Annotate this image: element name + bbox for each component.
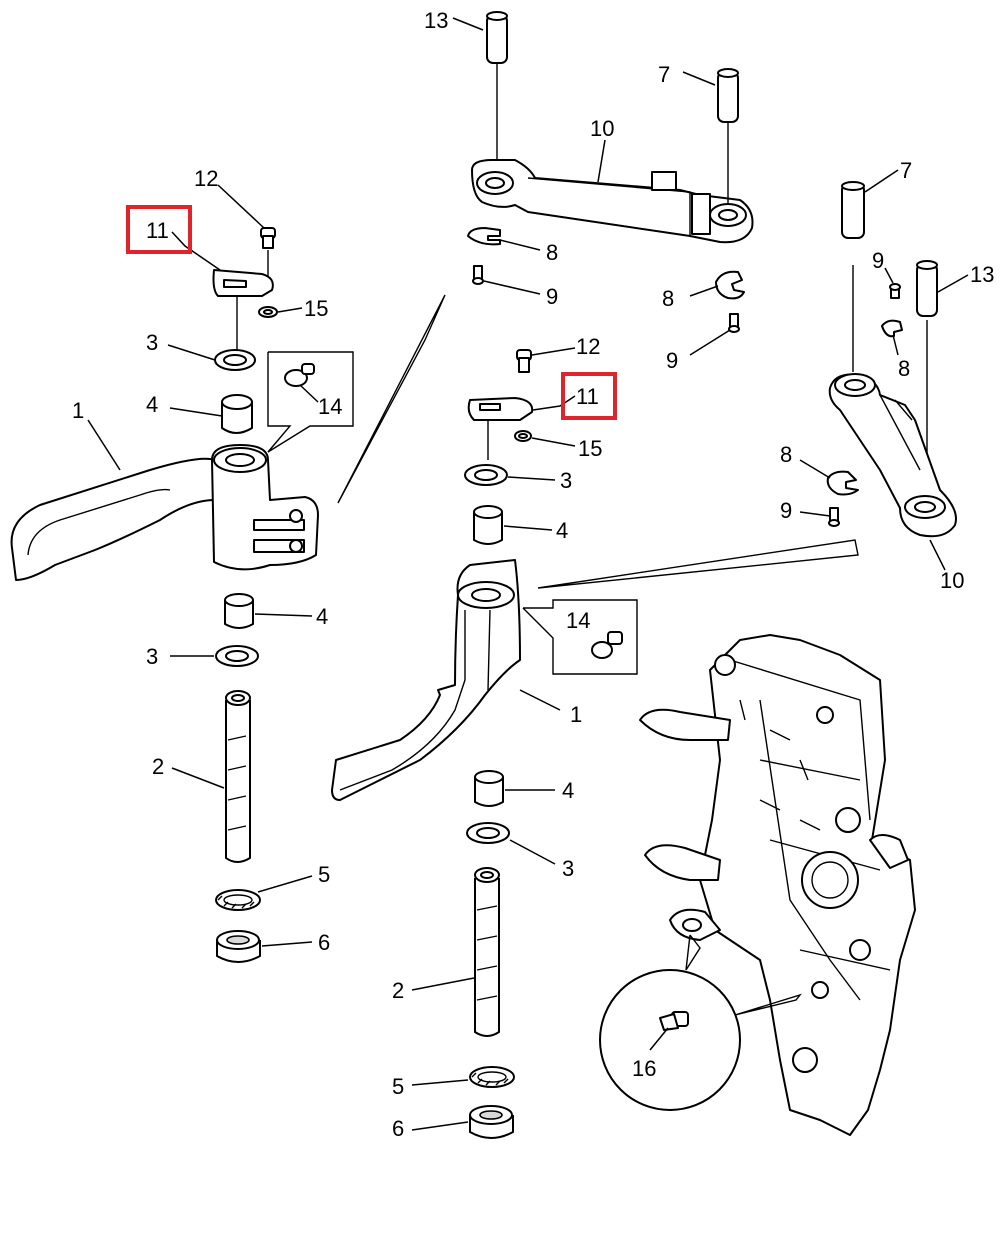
label-8: 8 [546, 240, 558, 265]
label-8: 8 [780, 442, 792, 467]
label-7: 7 [900, 158, 912, 183]
label-9: 9 [666, 348, 678, 373]
label-9: 9 [546, 284, 558, 309]
label-3: 3 [560, 468, 572, 493]
shaft-2-left [225, 690, 251, 863]
bearing-5-center [469, 1066, 515, 1088]
label-5: 5 [392, 1074, 404, 1099]
pin-13-center [486, 11, 508, 64]
label-2: 2 [152, 754, 164, 779]
label-6: 6 [392, 1116, 404, 1141]
label-1: 1 [570, 702, 582, 727]
label-11: 11 [576, 384, 599, 409]
stern-bracket-housing [639, 634, 916, 1136]
label-5: 5 [318, 862, 330, 887]
part-labels: 13 7 10 12 11 15 3 4 14 1 4 3 2 5 6 8 9 … [72, 8, 994, 1141]
label-9: 9 [872, 248, 884, 273]
label-6: 6 [318, 930, 330, 955]
label-10: 10 [590, 116, 614, 141]
nut-6-left [216, 930, 261, 963]
screw-9-a [472, 265, 484, 285]
label-8: 8 [898, 356, 910, 381]
label-12: 12 [576, 334, 600, 359]
label-9: 9 [780, 498, 792, 523]
label-11: 11 [146, 218, 169, 243]
label-7: 7 [658, 62, 670, 87]
callout-wedge-right [537, 539, 859, 589]
lock-plate-11-center [467, 397, 534, 421]
bolt-12-center [516, 349, 532, 373]
callout-wedge-left [337, 294, 446, 504]
screw-9-b [728, 313, 740, 333]
cylinder-10-top [471, 159, 754, 244]
cylinder-10-right [828, 373, 957, 538]
detail-circle-16 [599, 934, 802, 1111]
label-2: 2 [392, 978, 404, 1003]
label-12: 12 [194, 166, 218, 191]
label-3: 3 [146, 644, 158, 669]
label-1: 1 [72, 398, 84, 423]
pin-7-right [841, 181, 865, 239]
bearing-5-left [215, 889, 261, 911]
label-4: 4 [316, 604, 328, 629]
label-3: 3 [146, 330, 158, 355]
callout-box-14-left [267, 351, 354, 453]
bushing-4-center-top [473, 505, 503, 545]
clip-8-b [715, 270, 745, 300]
label-13: 13 [424, 8, 448, 33]
pin-13-right [916, 260, 938, 317]
label-16: 16 [632, 1056, 656, 1081]
label-10: 10 [940, 568, 964, 593]
label-4: 4 [562, 778, 574, 803]
bushing-4-center-bottom [474, 770, 504, 807]
callout-box-14-center [522, 599, 638, 675]
clip-8-a [467, 227, 501, 246]
label-3: 3 [562, 856, 574, 881]
clip-8-d [826, 470, 859, 496]
label-15: 15 [578, 436, 602, 461]
grease-fitting-14-center [591, 631, 623, 659]
screw-9-c [889, 283, 901, 299]
tiller-arm-1-left [10, 444, 319, 581]
bushing-4-left-top [221, 394, 253, 434]
label-4: 4 [556, 518, 568, 543]
pin-7-center [717, 68, 739, 123]
grease-fitting-14-left [284, 363, 315, 387]
screw-9-d [828, 507, 840, 527]
label-8: 8 [662, 286, 674, 311]
highlight-box-left [126, 205, 192, 254]
label-14: 14 [566, 608, 590, 633]
bushing-4-left-bottom [224, 593, 254, 629]
label-14: 14 [318, 394, 342, 419]
label-15: 15 [304, 296, 328, 321]
leader-lines [87, 17, 969, 1131]
lock-plate-11-left [212, 269, 274, 297]
label-13: 13 [970, 262, 994, 287]
highlight-box-center [561, 372, 617, 420]
bolt-12-left [260, 227, 276, 249]
label-4: 4 [146, 392, 158, 417]
nut-6-center [469, 1105, 514, 1139]
fitting-16 [659, 1011, 689, 1031]
tiller-arm-1-center [331, 559, 521, 801]
clip-8-c [881, 319, 903, 338]
shaft-2-center [474, 867, 500, 1037]
